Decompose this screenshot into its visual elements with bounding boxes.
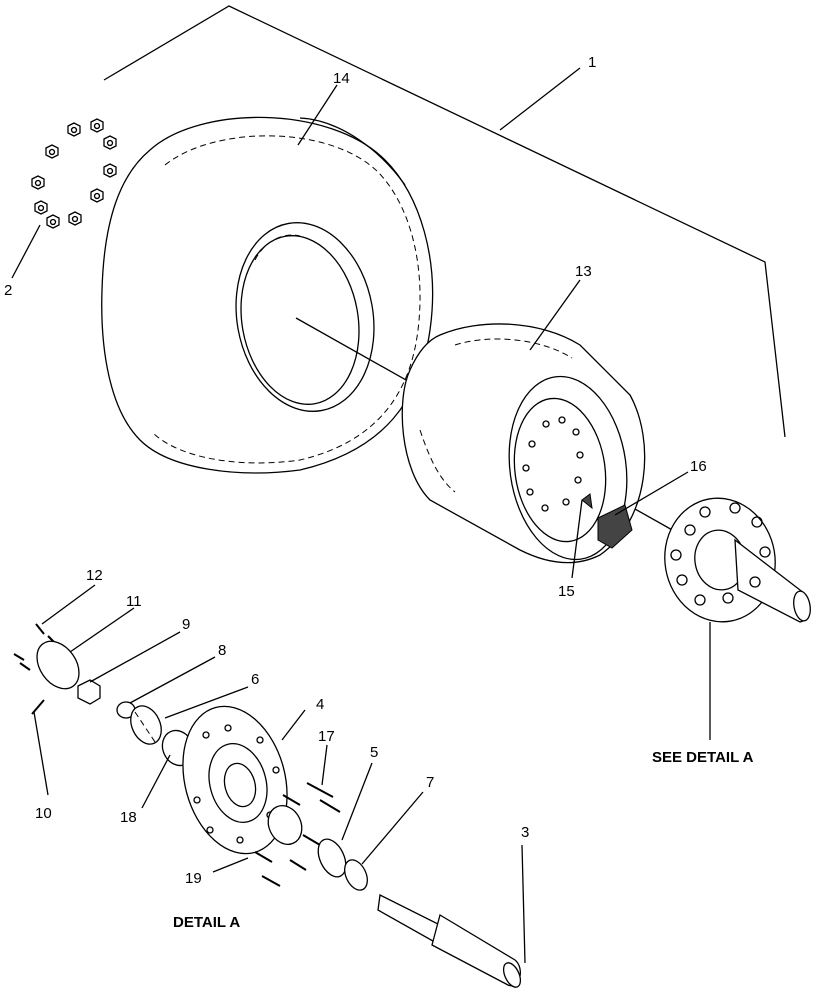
outer-bearing-cone — [130, 705, 162, 745]
inner-bearing-cup — [267, 805, 303, 845]
callout-8: 8 — [218, 642, 226, 659]
wheel-studs — [254, 782, 341, 887]
callout-19: 19 — [185, 870, 202, 887]
valve-stem — [581, 493, 593, 510]
wheel-rim — [401, 323, 646, 564]
callout-13: 13 — [575, 263, 592, 280]
see-detail-caption: SEE DETAIL A — [652, 749, 754, 766]
inner-bearing-cone — [317, 838, 347, 878]
hub-cap — [36, 640, 80, 690]
callout-9: 9 — [182, 616, 190, 633]
callout-3: 3 — [521, 824, 529, 841]
callout-15: 15 — [558, 583, 575, 600]
assembly-bracket — [103, 5, 786, 438]
callout-2: 2 — [4, 282, 12, 299]
tire — [101, 116, 434, 474]
lug-nuts — [31, 118, 117, 229]
callout-5: 5 — [370, 744, 378, 761]
spindle — [377, 894, 522, 988]
callout-7: 7 — [426, 774, 434, 791]
callout-16: 16 — [690, 458, 707, 475]
callout-18: 18 — [120, 809, 137, 826]
callout-6: 6 — [251, 671, 259, 688]
callout-12: 12 — [86, 567, 103, 584]
callout-11: 11 — [126, 593, 142, 610]
detail-caption: DETAIL A — [173, 914, 240, 931]
castle-nut — [77, 679, 101, 705]
grease-seal — [344, 859, 368, 891]
leader-lines — [11, 67, 711, 964]
callout-17: 17 — [318, 728, 335, 745]
rim-stud-holes — [522, 416, 584, 512]
callout-10: 10 — [35, 805, 52, 822]
callout-1: 1 — [588, 54, 596, 71]
rim-clip — [597, 504, 633, 549]
cotter-pin — [31, 699, 45, 715]
detail-hub — [182, 705, 288, 855]
callout-4: 4 — [316, 696, 324, 713]
callout-14: 14 — [333, 70, 350, 87]
hub-assembly — [664, 497, 811, 623]
